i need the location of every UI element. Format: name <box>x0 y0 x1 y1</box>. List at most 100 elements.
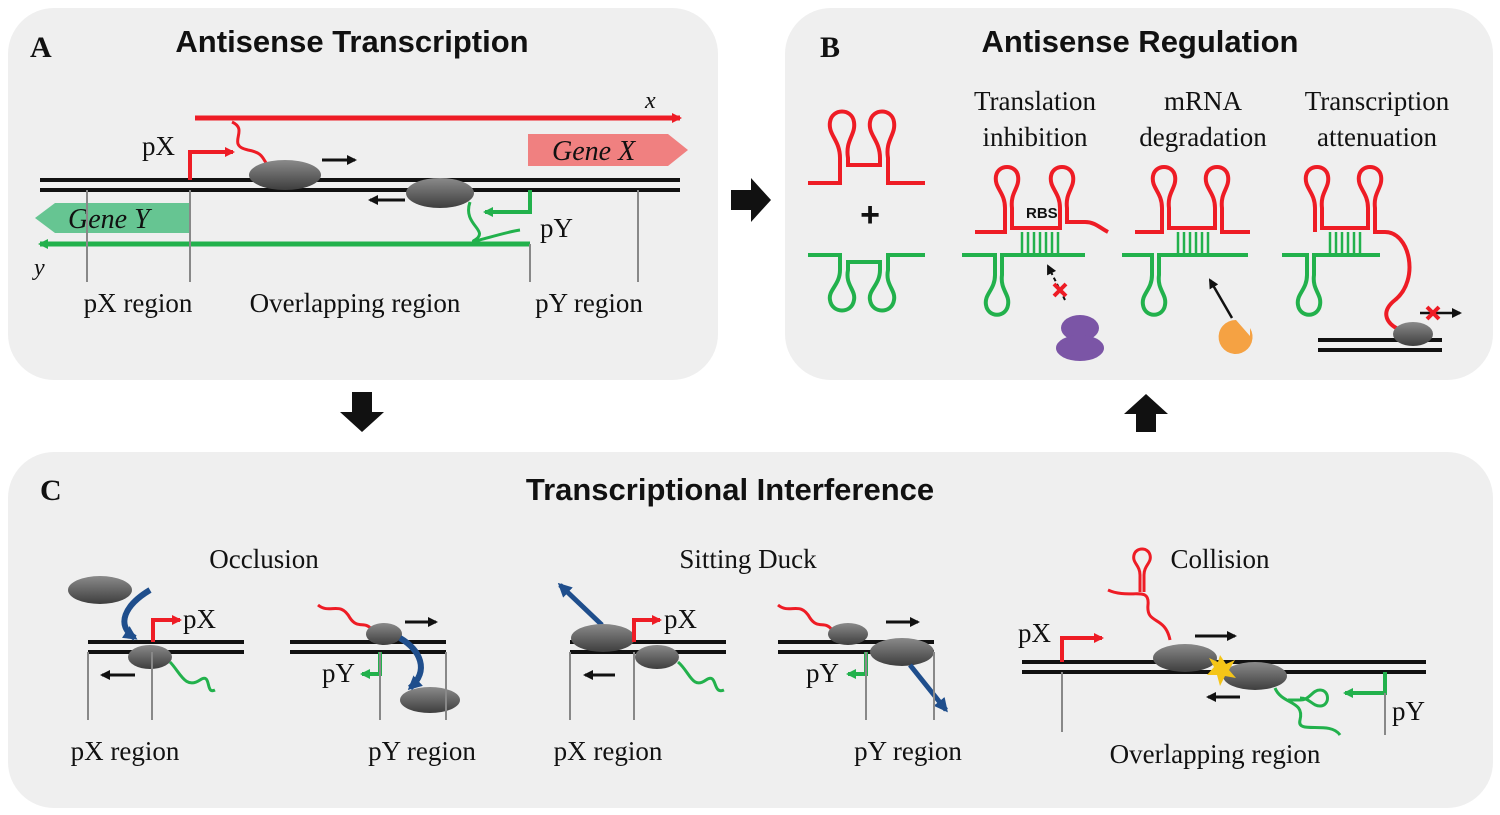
panel-a-letter: A <box>30 31 52 64</box>
base-pairs-translation <box>1020 232 1060 253</box>
rnap-y <box>1223 662 1287 690</box>
sitting-duck-scene-1: pX pX region <box>554 582 726 766</box>
collision-burst-icon <box>1207 655 1236 686</box>
degradation-sense-rna <box>1135 165 1250 234</box>
nascent-rna-x <box>1107 588 1172 641</box>
base-pairs-degradation <box>1176 232 1210 253</box>
antisense-rna-free <box>808 253 925 313</box>
sitting-duck-label: Sitting Duck <box>679 544 817 574</box>
panel-c-title: Transcriptional Interference <box>526 472 934 507</box>
nascent-rna-x <box>777 603 834 631</box>
px-label: pX <box>664 604 698 634</box>
panel-c-background <box>8 452 1493 808</box>
py-region-label: pY region <box>535 288 643 318</box>
rnap-sitting <box>870 638 934 666</box>
px-label: pX <box>183 604 217 634</box>
sitting-duck-scene-2: pY pY region <box>777 603 962 766</box>
rnap-x <box>249 160 321 190</box>
translation-antisense-rna <box>962 253 1085 317</box>
py-label: pY <box>322 658 355 688</box>
occlusion-blue-arrow <box>398 635 424 691</box>
panel-c-letter: C <box>40 474 62 507</box>
panel-a: A Antisense Transcription x Gene X pX pY… <box>30 24 688 318</box>
mech-degradation-label-2: degradation <box>1139 122 1267 152</box>
overlapping-region-label: Overlapping region <box>250 288 461 318</box>
nascent-rna-x <box>231 120 272 170</box>
panel-b-letter: B <box>820 31 840 64</box>
blocked-ribosome-arrow <box>1047 264 1066 301</box>
rnap-attenuation <box>1393 322 1433 346</box>
attenuation-sense-rna <box>1303 165 1412 334</box>
rnap-x <box>1153 644 1217 672</box>
arrow-c-to-b <box>1124 394 1168 432</box>
occlusion-label: Occlusion <box>209 544 319 574</box>
degradation-antisense-rna <box>1122 253 1248 317</box>
panel-b-title: Antisense Regulation <box>982 24 1299 59</box>
rnap-x <box>366 623 402 645</box>
collision-scene: pX pY Overlapping region <box>1018 547 1426 769</box>
translation-sense-rna <box>975 165 1109 234</box>
rnase-attack-arrow <box>1208 278 1234 319</box>
gene-y-block <box>35 203 190 233</box>
nascent-rna-y <box>168 660 216 693</box>
mech-translation-label-2: inhibition <box>982 122 1088 152</box>
gene-y-label: Gene Y <box>68 204 153 235</box>
block-x-icon <box>1052 282 1068 298</box>
ribosome-large-subunit <box>1056 335 1104 361</box>
plus-sign: + <box>860 196 880 234</box>
px-promoter-arrow <box>188 147 235 180</box>
rna-hairpin-y <box>1288 688 1329 708</box>
rnap-y <box>128 645 172 669</box>
py-region-label: pY region <box>854 736 962 766</box>
base-pairs-attenuation <box>1328 232 1362 253</box>
py-promoter-label: pY <box>540 213 573 243</box>
rnase-pacman-icon <box>1218 319 1253 354</box>
px-region-label: pX region <box>84 288 193 318</box>
gene-x-block <box>528 134 688 166</box>
py-label: pY <box>806 658 839 688</box>
mech-attenuation-label-1: Transcription <box>1305 86 1450 116</box>
px-region-label: pX region <box>71 736 180 766</box>
rnap-x <box>828 623 868 645</box>
sitting-duck-blue-arrow <box>908 663 948 713</box>
rnap-sitting <box>571 624 635 652</box>
rnap-y <box>635 645 679 669</box>
arrow-a-to-c <box>340 392 384 432</box>
occlusion-scene-1: pX pX region <box>68 576 244 766</box>
panel-c: C Transcriptional Interference Occlusion… <box>40 472 1426 769</box>
sense-rna-free <box>808 109 925 185</box>
nascent-rna-y <box>676 660 725 693</box>
gene-x-label: Gene X <box>552 136 636 167</box>
py-promoter-arrow <box>846 652 868 679</box>
panel-b: B Antisense Regulation Translation inhib… <box>808 24 1462 361</box>
py-promoter-arrow <box>360 652 382 679</box>
px-promoter-arrow <box>1060 633 1104 662</box>
py-promoter-arrow <box>483 190 532 217</box>
px-promoter-arrow <box>151 615 182 642</box>
rnap-leaving <box>68 576 132 604</box>
occlusion-scene-2: pY pY region <box>290 603 476 766</box>
ribosome-small-subunit <box>1061 315 1099 341</box>
px-region-label: pX region <box>554 736 663 766</box>
py-promoter-arrow <box>1343 672 1387 698</box>
rna-hairpin-x <box>1132 547 1152 592</box>
attenuation-block-x-icon <box>1425 305 1441 321</box>
transcript-x-label: x <box>644 88 656 114</box>
rnap-leaving <box>400 687 460 713</box>
attenuation-antisense-rna <box>1282 253 1380 317</box>
sitting-duck-blue-arrow <box>557 582 604 627</box>
py-region-label: pY region <box>368 736 476 766</box>
occlusion-blue-arrow <box>121 587 152 641</box>
panel-a-background <box>8 8 718 380</box>
overlapping-region-label: Overlapping region <box>1110 739 1321 769</box>
nascent-rna-x <box>317 603 374 631</box>
panel-a-title: Antisense Transcription <box>175 24 528 59</box>
mech-attenuation-label-2: attenuation <box>1317 122 1437 152</box>
rbs-label: RBS <box>1026 205 1058 222</box>
rnap-y <box>406 178 474 208</box>
arrow-a-to-b <box>731 178 771 222</box>
transcript-y-label: y <box>32 255 45 281</box>
nascent-rna-y <box>467 201 521 243</box>
py-label: pY <box>1392 696 1425 726</box>
